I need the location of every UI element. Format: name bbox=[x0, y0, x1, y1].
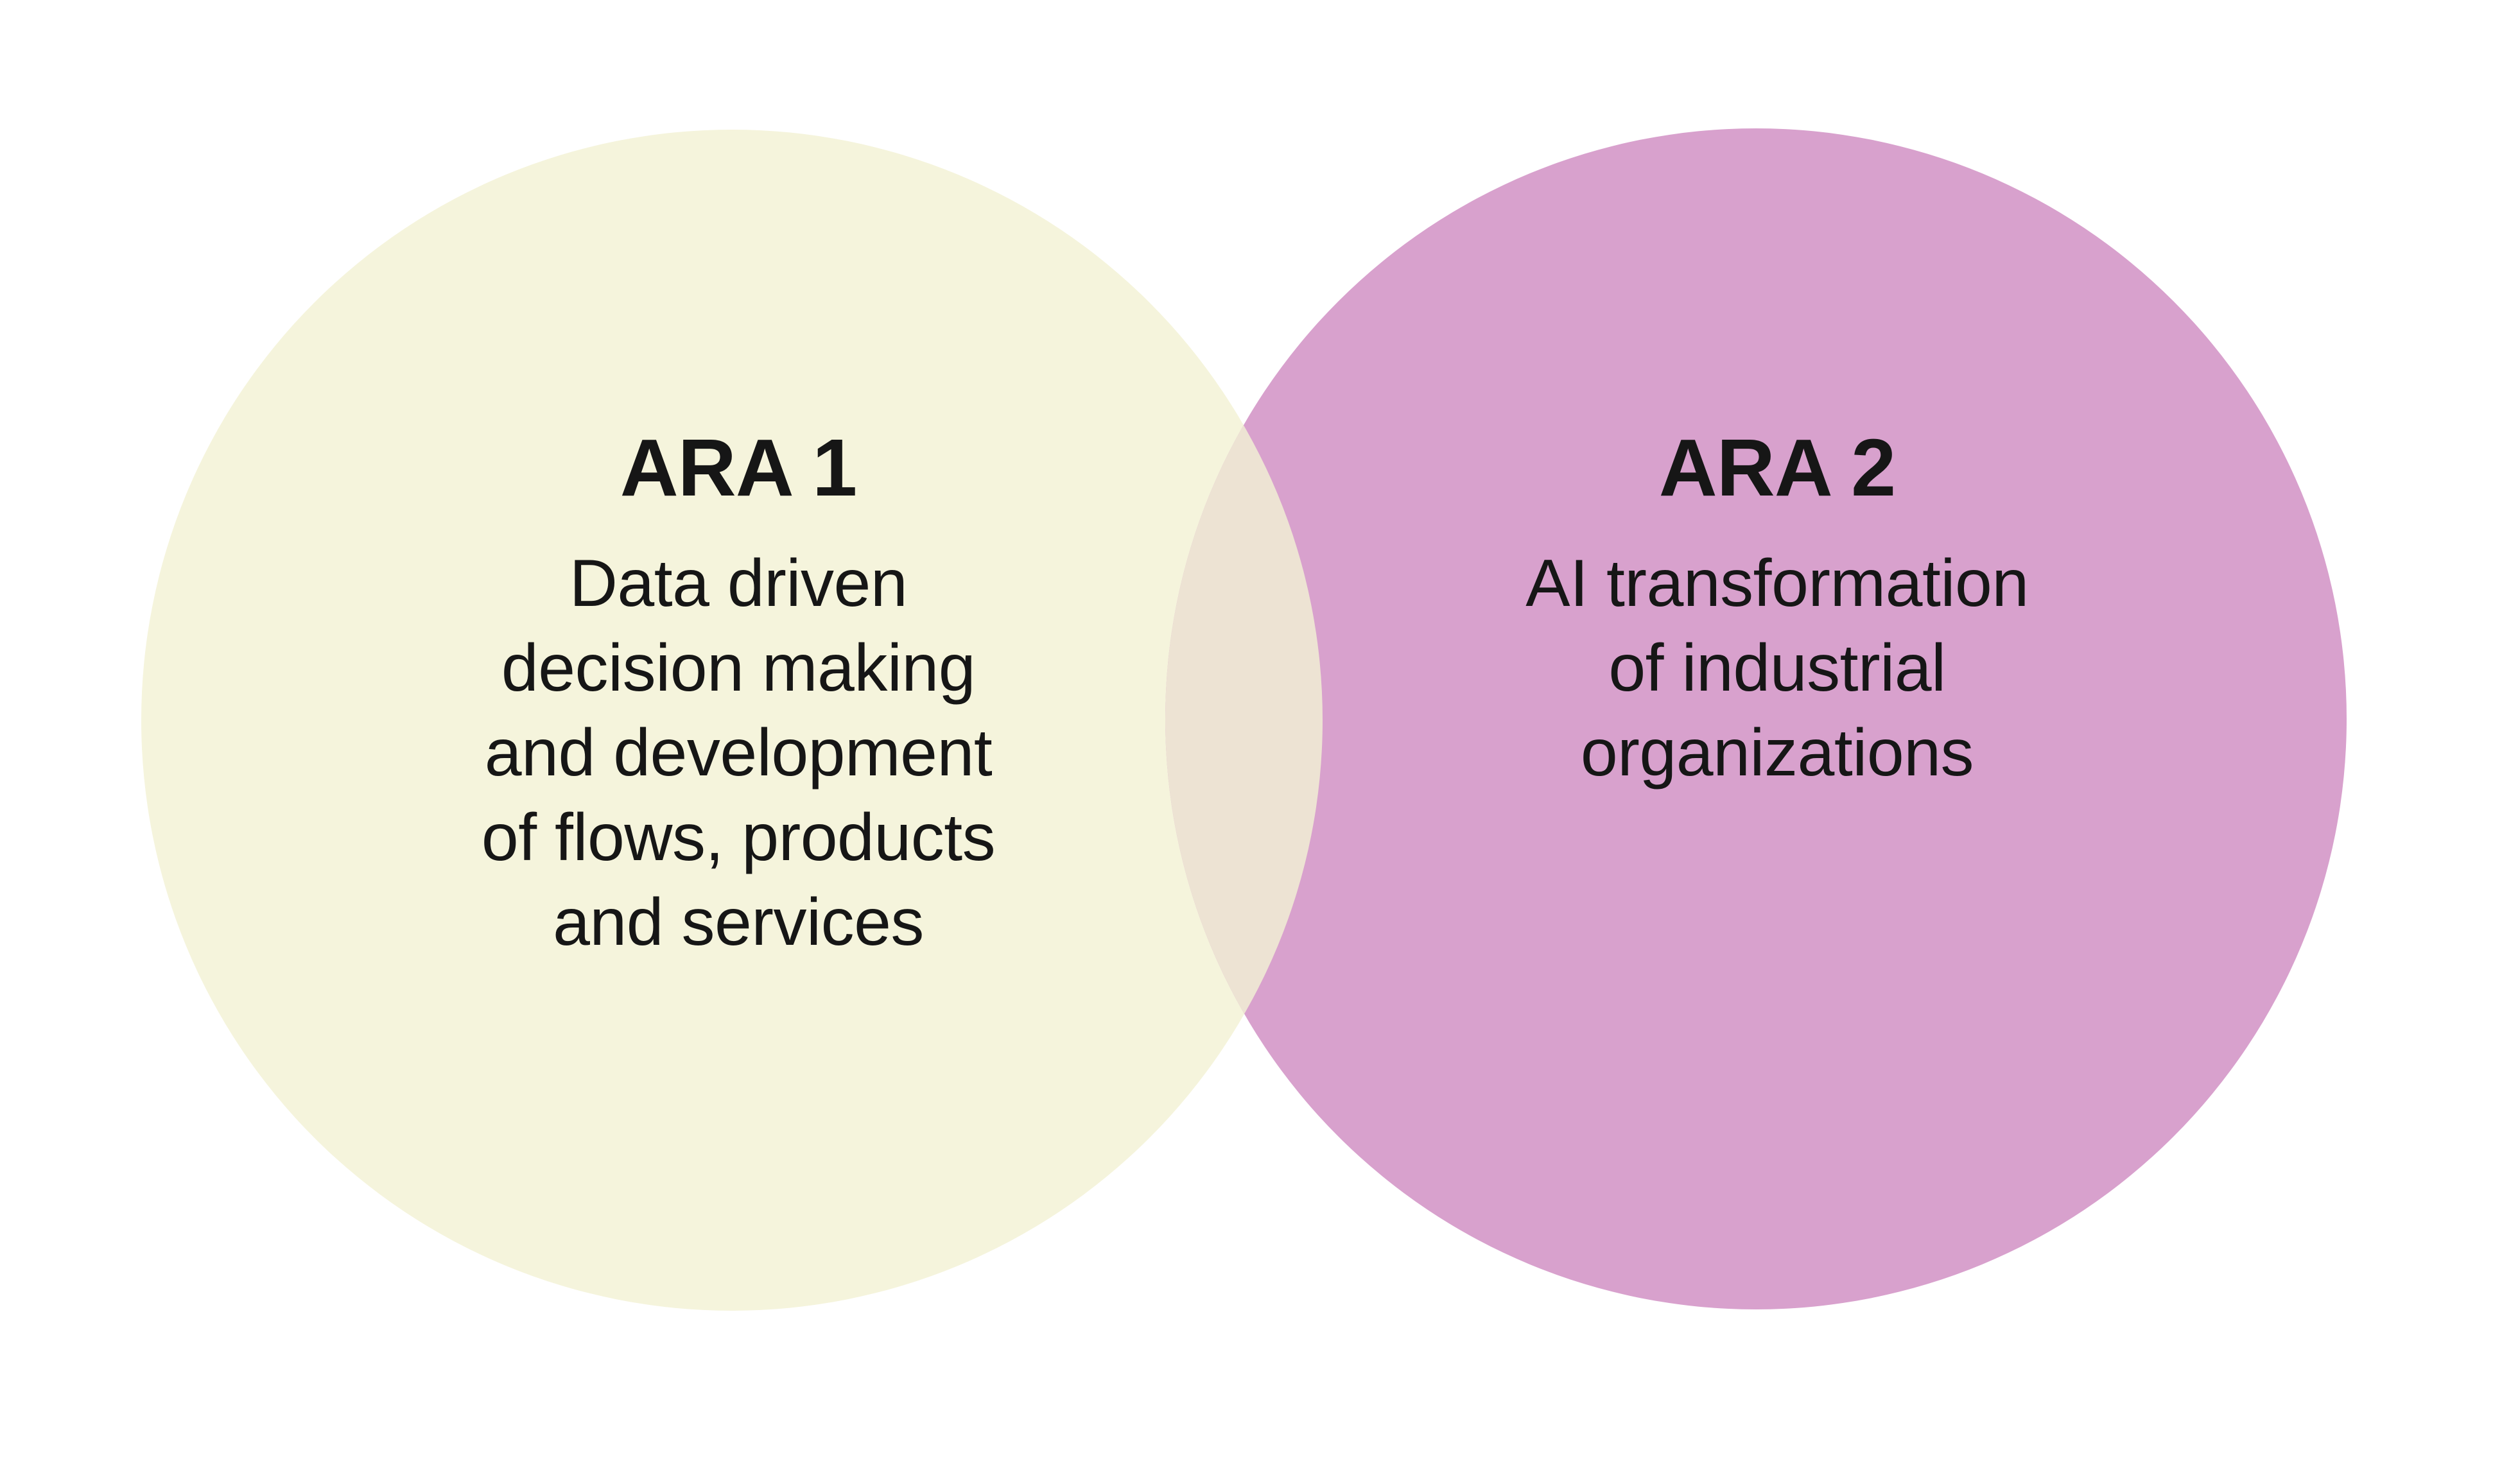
ara2-description: AI transformation of industrial organiza… bbox=[1525, 541, 2029, 795]
ara1-description: Data driven decision making and developm… bbox=[481, 541, 996, 965]
ara1-description-line: and development bbox=[484, 716, 993, 790]
ara1-title: ARA 1 bbox=[620, 422, 857, 513]
ara1-description-line: decision making bbox=[501, 631, 976, 705]
ara2-description-line: of industrial bbox=[1608, 631, 1946, 705]
ara2-circle bbox=[1165, 128, 2347, 1309]
ara2-description-line: organizations bbox=[1580, 716, 1974, 790]
ara2-title: ARA 2 bbox=[1658, 422, 1896, 513]
ara1-description-line: of flows, products bbox=[481, 800, 996, 875]
ara1-description-line: and services bbox=[553, 885, 924, 960]
ara1-circle bbox=[141, 130, 1323, 1311]
ara2-description-line: AI transformation bbox=[1525, 546, 2029, 621]
ara1-description-line: Data driven bbox=[569, 546, 908, 621]
